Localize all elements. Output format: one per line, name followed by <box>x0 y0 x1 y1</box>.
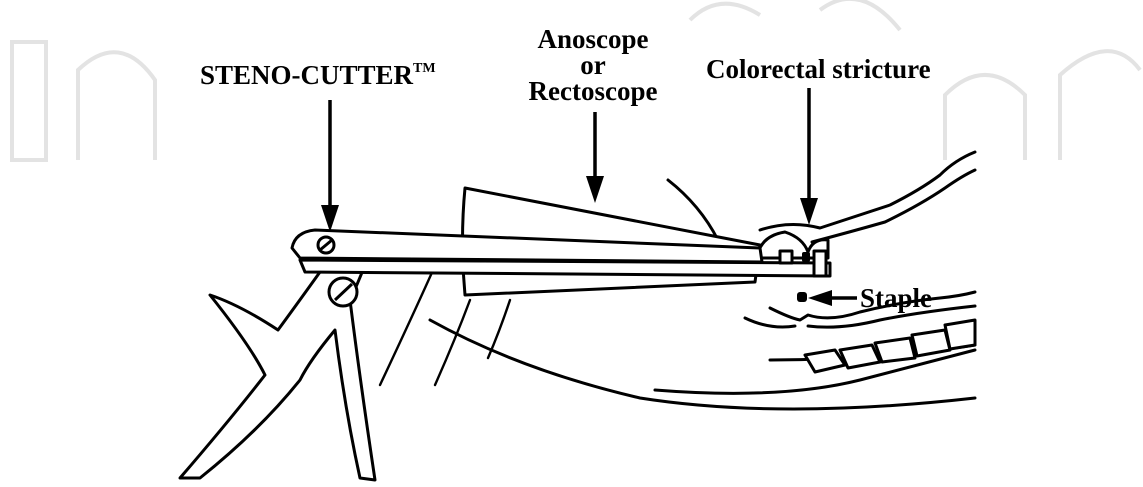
arrow-stricture-head <box>800 198 818 225</box>
staple-in-jaw <box>802 252 810 262</box>
label-stricture: Colorectal stricture <box>706 54 931 84</box>
label-staple: Staple <box>860 283 932 313</box>
arrow-steno-cutter-head <box>321 205 339 232</box>
arrow-staple-head <box>808 290 832 306</box>
label-steno-cutter: STENO-CUTTERTM <box>200 60 436 90</box>
arrow-scope-head <box>586 176 604 203</box>
anal-wall-lower <box>745 318 795 327</box>
label-scope-line3: Rectoscope <box>529 76 658 106</box>
staple-mark <box>797 292 807 302</box>
thigh-line-2 <box>435 300 470 385</box>
cutter-tip-right <box>814 251 826 276</box>
cutter-tip-left <box>780 251 792 263</box>
cutter-lower-blade <box>300 260 830 276</box>
perineum-line <box>430 320 975 409</box>
colon-upper-wall-inner <box>812 170 975 242</box>
label-trademark: TM <box>413 61 436 76</box>
